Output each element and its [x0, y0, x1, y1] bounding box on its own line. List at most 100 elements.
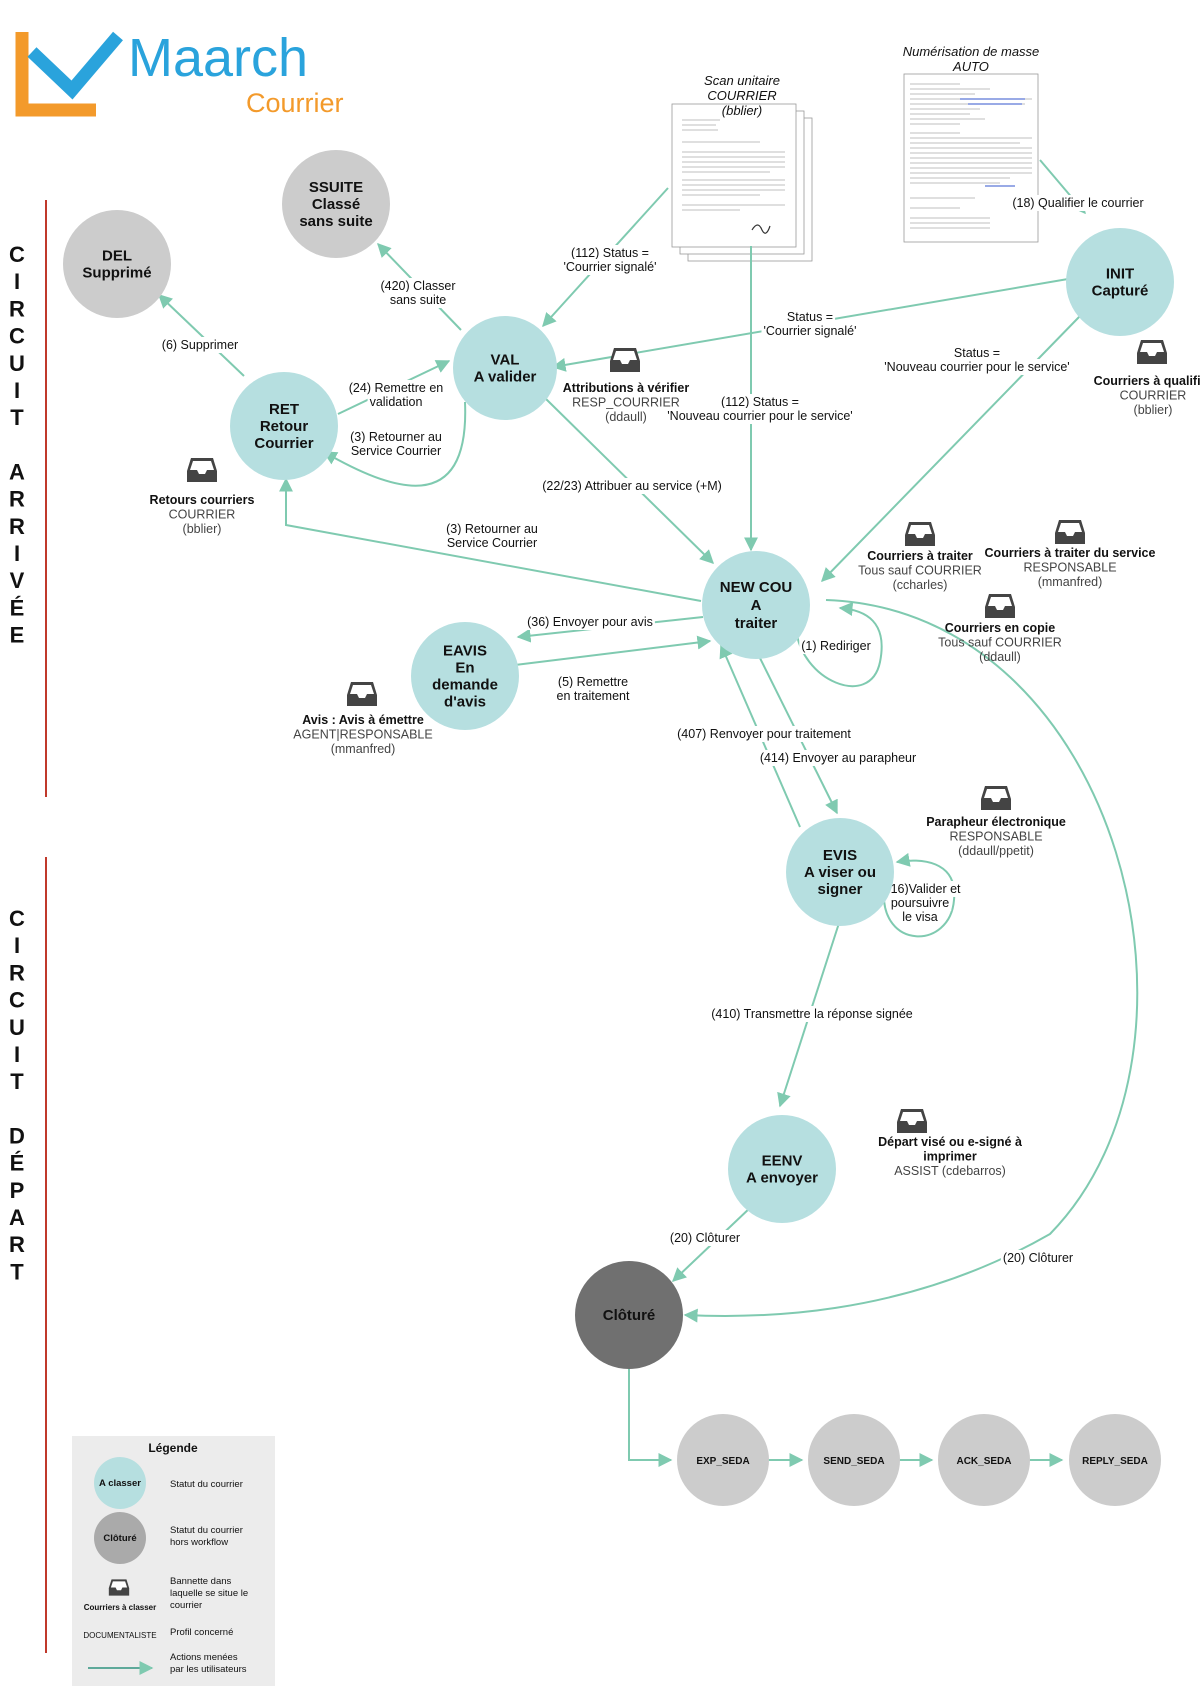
node-init-label: INIT [1106, 266, 1134, 283]
basket-label-attrib: RESP_COURRIER [572, 396, 680, 410]
edge-new-ret [279, 477, 702, 602]
node-del[interactable] [63, 210, 171, 318]
edge-label-scan_new: (112) Status = [721, 395, 799, 409]
section-letter: I [14, 269, 20, 294]
brand-logo: Maarch Courrier [15, 28, 344, 118]
node-init[interactable] [1066, 228, 1174, 336]
mass-scan-document: Numérisation de masse AUTO [903, 44, 1040, 243]
edge-init-new [821, 315, 1081, 583]
edge-label-bg [540, 478, 724, 494]
section-letter: C [9, 906, 25, 931]
basket-label-copie: Tous sauf COURRIER [938, 636, 1062, 650]
node-evis-label: A viser ou [804, 864, 876, 881]
edge-cloture-exp [628, 1368, 673, 1467]
edge-label-retourner_val: (3) Retourner au [350, 430, 442, 444]
inbox-icon [981, 786, 1011, 810]
edge-label-remettre_validation: validation [370, 395, 423, 409]
edge-label-valider_visa: (416)Valider et [879, 882, 961, 896]
edge-label-bg [877, 881, 964, 897]
legend-closed-sample [94, 1512, 146, 1564]
section-letter: V [10, 568, 25, 593]
legend-basket-desc-2: laquelle se situe le [170, 1588, 248, 1599]
edge-label-remettre_validation: (24) Remettre en [349, 381, 444, 395]
edge-label-bg [561, 259, 659, 275]
legend-basket-desc-1: Bannette dans [170, 1576, 232, 1587]
section-letter: R [9, 514, 25, 539]
section-letter: I [14, 1042, 20, 1067]
section-letter: É [10, 595, 25, 620]
edge-label-bg [667, 1230, 743, 1246]
node-ack-label: ACK_SEDA [956, 1456, 1011, 1467]
node-exp-seda[interactable] [677, 1414, 769, 1506]
node-send-seda[interactable] [808, 1414, 900, 1506]
scan-doc-title: Scan unitaire [704, 73, 780, 88]
node-newcou-label: A [751, 597, 762, 614]
node-ret-label: RET [269, 401, 299, 418]
legend-action-desc-2: par les utilisateurs [170, 1664, 247, 1675]
basket-label-copie: (ddaull) [979, 650, 1021, 664]
section-letter: A [9, 1205, 25, 1230]
node-eavis-label: demande [432, 677, 498, 694]
node-eenv[interactable] [728, 1115, 836, 1223]
inbox-icon [610, 348, 640, 372]
section-letter: I [14, 933, 20, 958]
node-ack-seda[interactable] [938, 1414, 1030, 1506]
edge-label-bg [444, 521, 540, 537]
basket-label-depart: imprimer [923, 1150, 977, 1164]
edge-label-bg [900, 909, 940, 925]
edge-label-bg [888, 895, 952, 911]
edge-label-scan_val: 'Courrier signalé' [563, 260, 656, 274]
section-letter: U [9, 351, 25, 376]
basket-label-copie: Courriers en copie [945, 621, 1055, 635]
node-evis-label: EVIS [823, 847, 857, 864]
basket-label-traiter: (ccharles) [893, 578, 948, 592]
edge-label-bg [569, 245, 651, 261]
legend-node-label: A classer [99, 1478, 141, 1489]
section-letter: P [10, 1178, 25, 1203]
node-newcou[interactable] [702, 551, 810, 659]
edge-eavis-new [514, 635, 712, 666]
node-ret[interactable] [230, 372, 338, 480]
basket-label-parapheur: (ddaull/ppetit) [958, 844, 1034, 858]
node-cloture[interactable] [575, 1261, 683, 1369]
edge-label-parapheur: (414) Envoyer au parapheur [760, 751, 916, 765]
edge-label-classer: (420) Classer [380, 279, 455, 293]
node-eavis[interactable] [411, 622, 519, 730]
edge-label-init_val: 'Courrier signalé' [763, 324, 856, 338]
node-ssuite[interactable] [282, 150, 390, 258]
section-letter: U [9, 1015, 25, 1040]
edge-label-scan_new: 'Nouveau courrier pour le service' [667, 409, 852, 423]
section-letter: I [14, 378, 20, 403]
legend-closed-label: Clôturé [103, 1533, 136, 1544]
mass-doc-title: Numérisation de masse [903, 44, 1040, 59]
node-reply-seda[interactable] [1069, 1414, 1161, 1506]
edge-label-bg [555, 674, 631, 690]
edge-label-bg [348, 443, 444, 459]
edge-label-cloturer1: (20) Clôturer [670, 1231, 740, 1245]
node-ssuite-label: Classé [312, 196, 360, 213]
basket-label-retours: COURRIER [169, 508, 236, 522]
inbox-icon [905, 522, 935, 546]
node-val[interactable] [453, 316, 557, 420]
brand-product: Courrier [246, 88, 344, 118]
edge-label-bg [675, 726, 854, 742]
section-letter: É [10, 1151, 25, 1176]
edge-label-bg [346, 380, 446, 396]
basket-label-depart: Départ visé ou e-signé à [878, 1135, 1022, 1149]
node-evis-label: signer [817, 881, 862, 898]
legend-node-sample [94, 1457, 146, 1509]
basket-labels: Attributions à vérifierRESP_COURRIER(dda… [150, 374, 1200, 1178]
section-letter: C [9, 988, 25, 1013]
basket-label-qualifier: COURRIER [1120, 389, 1187, 403]
edge-label-bg [367, 394, 425, 410]
node-val-label: A valider [474, 369, 537, 386]
node-send-label: SEND_SEDA [823, 1456, 884, 1467]
node-ssuite-label: sans suite [299, 213, 372, 230]
node-evis[interactable] [786, 818, 894, 926]
section-letter: A [9, 459, 25, 484]
basket-label-attrib: (ddaull) [605, 410, 647, 424]
basket-label-avis: (mmanfred) [331, 742, 396, 756]
basket-label-traiter_service: Courriers à traiter du service [985, 546, 1156, 560]
edge-label-scan_val: (112) Status = [571, 246, 649, 260]
